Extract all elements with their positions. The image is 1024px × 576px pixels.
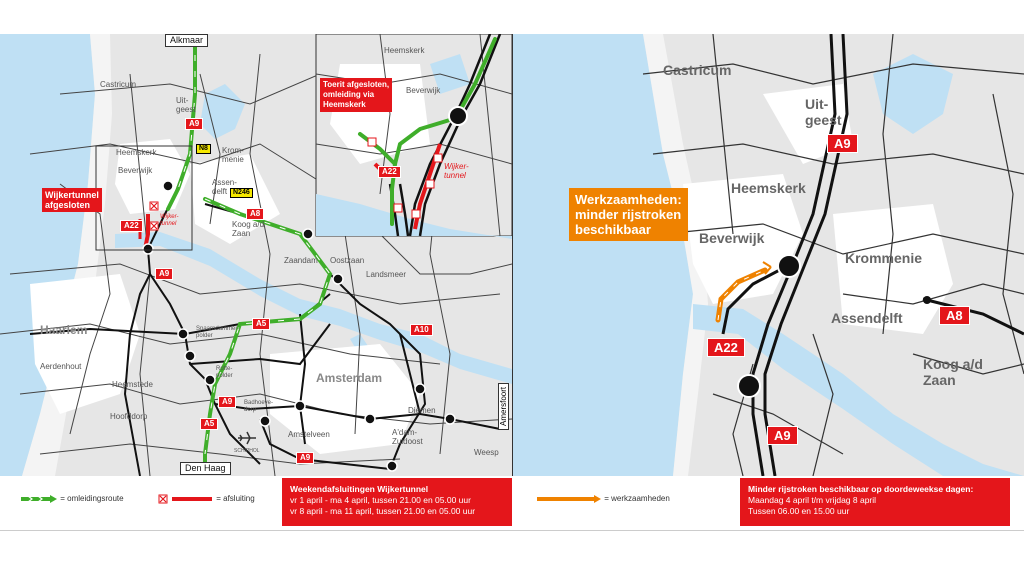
tunnel-label-small: Wijker- tunnel [160,214,179,227]
town-diemen: Diemen [408,406,436,415]
town-haarlem: Haarlem [40,323,88,337]
legend-detour: = omleidingsroute [20,494,124,504]
town-koog: Koog a/d Zaan [232,220,265,238]
inset-town-beverwijk: Beverwijk [406,86,441,95]
road-a5-shield-2: A5 [200,418,219,430]
road-a9-top-shield: A9 [827,134,858,153]
inset-town-heemskerk: Heemskerk [384,46,425,55]
bottom-divider [0,530,1024,531]
town-uitgeest-right: Uit- geest [805,96,842,128]
closure-tunnel-callout: Wijkertunnel afgesloten [42,188,102,212]
left-info-title: Weekendafsluitingen Wijkertunnel [290,484,429,494]
left-map: Alkmaar Castricum Uit- geest Heemskerk B… [0,34,513,476]
town-heemstede: Heemstede [112,380,153,389]
town-landsmeer: Landsmeer [366,270,407,279]
town-spaarndam: Spaarndammer- polder [196,326,240,339]
road-a22-shield-right: A22 [707,338,745,357]
inset-closure-callout: Toerit afgesloten, omleiding via Heemske… [320,78,393,112]
closure-x-icon [158,494,212,504]
road-a8-shield: A8 [246,208,265,220]
town-koog-right: Koog a/d Zaan [923,356,983,388]
detour-arrow-icon [21,495,57,503]
right-map-graphic [513,34,1024,476]
town-castricum-right: Castricum [663,62,732,78]
road-n8-shield: N8 [196,144,211,154]
right-info-title: Minder rijstroken beschikbaar op doordew… [748,484,974,494]
road-a9-shield-3: A9 [218,396,237,408]
legend-works-label: = werkzaamheden [604,494,670,504]
road-a9-bottom-shield: A9 [767,426,798,445]
town-castricum: Castricum [100,80,137,89]
road-n246-shield: N246 [230,188,253,198]
town-uitgeest: Uit- geest [176,96,196,114]
town-amsterdam: Amsterdam [316,371,383,385]
right-info-line2: Tussen 06.00 en 15.00 uur [748,506,850,516]
right-info-box: Minder rijstroken beschikbaar op doordew… [740,478,1010,526]
town-heemskerk-right: Heemskerk [731,180,806,196]
works-callout: Werkzaamheden: minder rijstroken beschik… [569,188,688,241]
inset-tunnel-label: Wijker- tunnel [444,162,469,180]
works-arrow-icon [537,495,601,503]
legend-works: = werkzaamheden [536,494,670,504]
closure-x-icon [149,201,159,231]
town-zuidoost: A'dam- Zuidoost [392,428,423,446]
right-info-line1: Maandag 4 april t/m vrijdag 8 april [748,495,877,505]
inset-a22-shield: A22 [378,166,401,178]
town-beverwijk: Beverwijk [118,166,153,175]
road-a9-shield-4: A9 [296,452,315,464]
road-a5-shield: A5 [252,318,271,330]
town-oostzaan: Oostzaan [330,256,365,265]
town-krommenie: Krom- menie [222,146,244,164]
town-weesp: Weesp [474,448,499,457]
town-assendelft-right: Assendelft [831,310,903,326]
road-a9-shield-2: A9 [155,268,174,280]
town-hoofddorp: Hoofddorp [110,412,148,421]
legend-closure-label: = afsluiting [216,494,255,504]
town-zaandam: Zaandam [284,256,318,265]
town-badhoevedorp: Badhoeve- dorp [244,400,274,413]
road-a10-shield: A10 [410,324,433,336]
town-amstelveen: Amstelveen [288,430,330,439]
town-denhaag: Den Haag [180,462,231,475]
airplane-icon [238,431,256,445]
left-info-box: Weekendafsluitingen Wijkertunnel vr 1 ap… [282,478,512,526]
left-info-line2: vr 8 april - ma 11 april, tussen 21.00 e… [290,506,476,516]
road-a9-shield: A9 [185,118,204,130]
town-alkmaar: Alkmaar [165,34,209,47]
road-a8-shield-right: A8 [939,306,970,325]
town-krommenie-right: Krommenie [845,250,923,266]
town-amersfoort: Amersfoort [498,382,509,430]
town-rottepolder: Rotte- polder [216,366,233,379]
town-beverwijk-right: Beverwijk [699,230,765,246]
town-aerdenhout: Aerdenhout [40,362,82,371]
town-schiphol: SCHIPHOL [234,448,260,454]
road-a22-shield: A22 [120,220,143,232]
right-map: Castricum Uit- geest Heemskerk Beverwijk… [513,34,1024,476]
legend-detour-label: = omleidingsroute [60,494,124,504]
left-info-line1: vr 1 april - ma 4 april, tussen 21.00 en… [290,495,471,505]
town-heemskerk: Heemskerk [116,148,157,157]
town-assendelft: Assen- delft [212,178,237,196]
left-map-graphic [0,34,512,476]
legend-closure: = afsluiting [158,494,255,504]
